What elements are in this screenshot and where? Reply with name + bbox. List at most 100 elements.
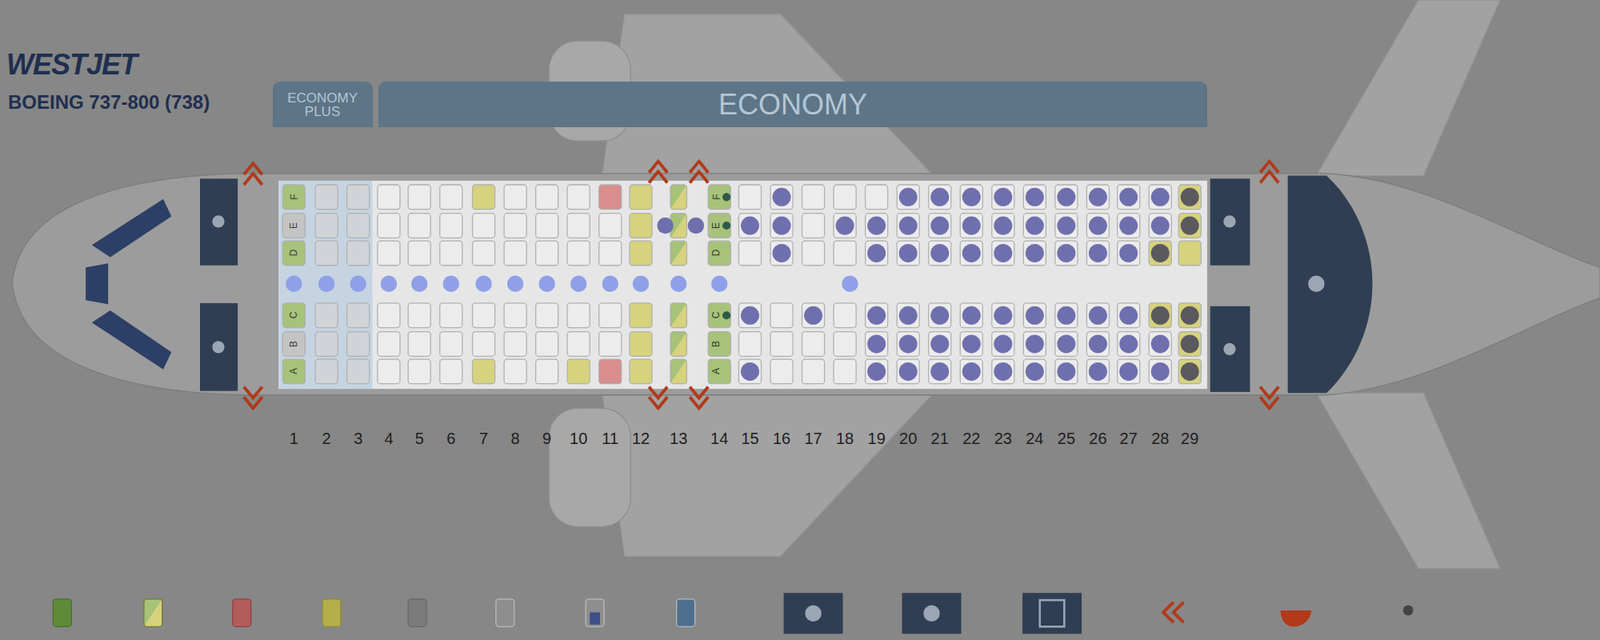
aisle-dot [350,276,367,292]
row-number: 2 [322,430,332,447]
seat [1148,213,1172,239]
seat [282,240,305,266]
seat [708,184,731,210]
row-number: 7 [479,430,488,447]
seat [1023,184,1046,210]
seat [896,359,920,384]
seat [347,303,370,328]
seat [1178,332,1201,357]
occupied-dot [1180,334,1200,353]
seat [408,184,431,210]
seat [738,359,761,384]
seat [928,213,952,239]
lavatory-block [1210,306,1251,392]
seat [1117,240,1140,266]
occupied-dot [1151,306,1170,325]
occupied-dot [1151,334,1170,353]
seat [896,213,920,239]
seat-letter: E [288,222,299,229]
row-number: 25 [1057,430,1076,447]
occupied-dot [1056,188,1076,207]
seat [1086,332,1109,357]
class-name: ECONOMY [718,90,868,120]
seat [1055,332,1078,357]
occupied-dot [1151,362,1170,381]
occupied-dot [1056,216,1076,236]
seat [992,213,1015,239]
occupied-dot [1088,306,1108,325]
occupied-dot [772,216,792,236]
seat [1117,303,1140,328]
seat [629,213,652,239]
seat [440,184,463,210]
occupied-dot [1025,188,1044,207]
row-number: 10 [569,430,588,447]
seat [567,213,590,239]
seat [347,184,370,210]
seat [960,184,983,210]
seat [472,303,496,328]
class-name: ECONOMY PLUS [276,91,370,119]
seat [536,332,559,357]
seat [802,213,825,239]
occupied-dot [930,306,949,325]
cockpit-window [92,310,172,370]
occupied-dot [1119,334,1138,353]
fuselage [12,173,1600,396]
occupied-dot [930,216,949,236]
seat [738,303,761,328]
seat [1023,240,1046,266]
galley-block [1288,176,1373,394]
lavatory-icon [212,340,224,353]
seat [1055,184,1078,210]
exit-chevron [1260,396,1279,408]
row-number: 28 [1151,430,1169,447]
seat [282,213,305,239]
seat [1023,359,1046,384]
exit-chevron [689,171,708,183]
seat [599,303,622,328]
seat [504,184,527,210]
occupied-dot [1180,188,1200,207]
occupied-dot [993,216,1012,236]
seat [504,213,527,239]
seat [928,184,952,210]
seat [770,332,793,357]
aisle-dot [443,276,460,292]
aisle-dot [538,276,555,292]
row-number: 22 [962,430,980,447]
airline-logo: WESTJET [6,48,137,82]
row-number: 12 [632,430,650,447]
row-number: 18 [836,430,854,447]
seat [504,303,527,328]
seat-letter: C [288,312,299,320]
occupied-dot [899,306,918,325]
seat-letter: E [711,222,721,229]
stabilizer [1316,392,1500,568]
row-number: 14 [710,430,728,447]
occupied-dot [804,306,823,325]
occupied-dot [867,306,886,325]
occupied-dot [1088,244,1108,263]
seat [408,240,431,266]
seat [960,332,983,357]
seat [1086,359,1109,384]
row-number: 16 [772,430,791,447]
row-number: 6 [446,430,456,447]
seat [738,240,761,266]
seat [536,303,559,328]
occupied-dot [1151,216,1170,236]
exit-chevron [244,387,263,399]
seat-letter: B [711,340,721,348]
seat [770,303,793,328]
seat [536,184,559,210]
occupied-dot [993,362,1012,381]
seat [408,359,431,384]
exit-chevron [1260,171,1279,183]
seat [1086,213,1109,239]
row-number: 8 [511,430,520,447]
occupied-dot [962,334,981,353]
seat [670,240,687,266]
seat [865,332,888,357]
occupied-dot [1025,216,1044,236]
